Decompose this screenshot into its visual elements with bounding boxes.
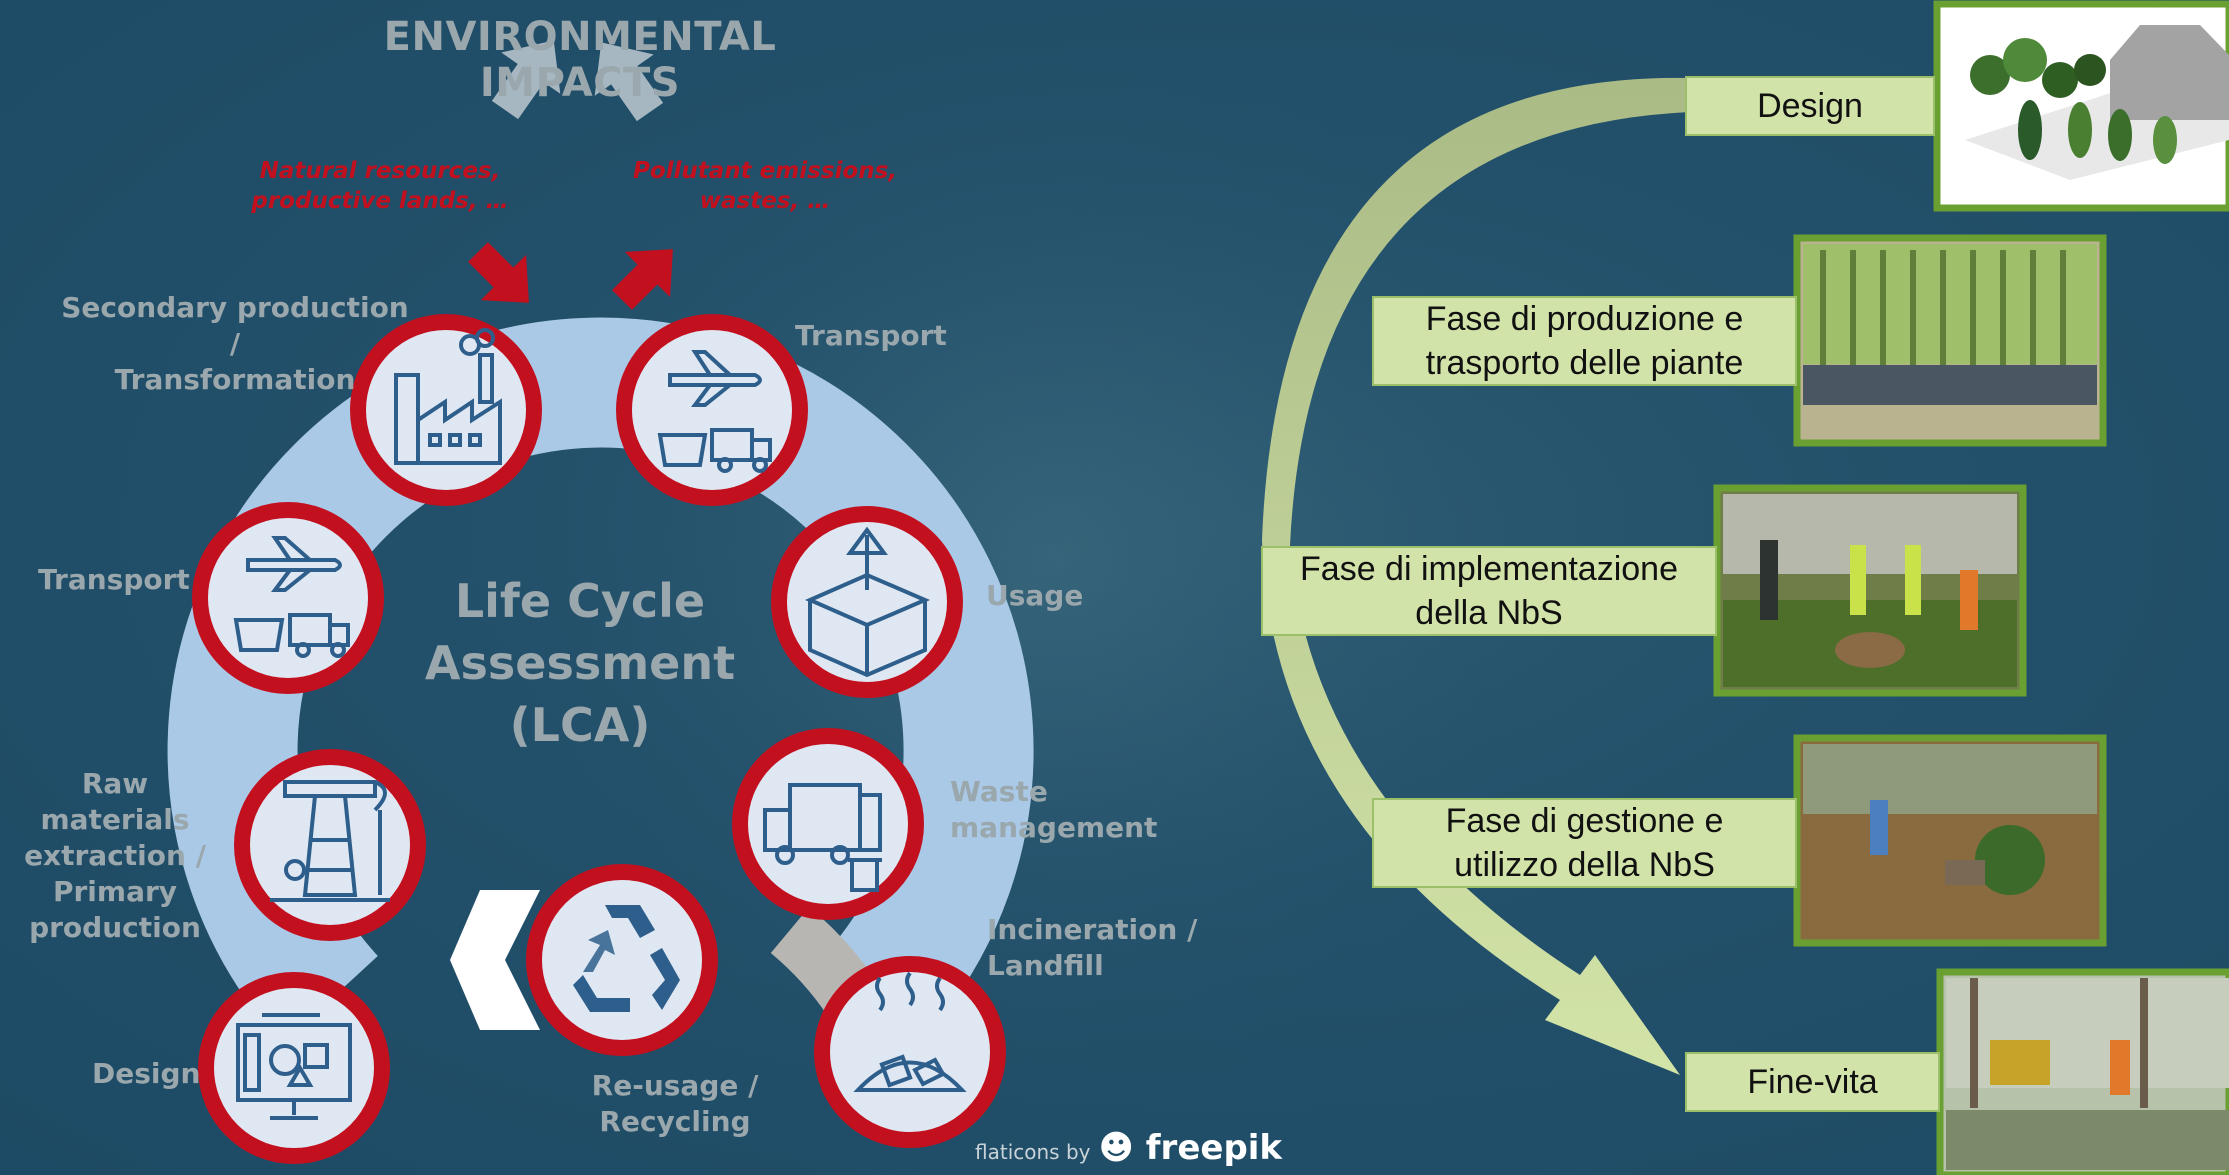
lca-center-title: Life Cycle Assessment (LCA) (400, 570, 760, 756)
box-usage-icon (805, 526, 931, 678)
label-raw-materials: Raw materials extraction / Primary produ… (10, 766, 220, 946)
phase-box-management: Fase di gestione e utilizzo della NbS (1372, 798, 1797, 888)
phase-box-production: Fase di produzione e trasporto delle pia… (1372, 296, 1797, 386)
freepik-credit: flaticons by ☻ freepik (975, 1128, 1282, 1168)
label-waste-line1: Waste (950, 775, 1048, 808)
phase-box-design: Design (1685, 76, 1935, 136)
factory-icon (394, 328, 502, 465)
phase-photos (1713, 0, 2229, 1175)
label-incineration-line2: Landfill (987, 949, 1104, 982)
bee-icon: ☻ (1098, 1128, 1134, 1168)
label-transport-top: Transport (795, 319, 947, 352)
outputs-note-line1: Pollutant emissions, (632, 158, 897, 184)
recycle-icon (573, 905, 680, 1012)
house-trees-photo (1933, 0, 2229, 212)
stage-waste-management (732, 728, 924, 920)
phase-label-implementation-line1: Fase di implementazione (1300, 550, 1678, 588)
stage-transport-top (616, 314, 808, 506)
label-reuse-line2: Recycling (599, 1105, 751, 1138)
phase-label-production-line1: Fase di produzione e (1425, 300, 1744, 338)
label-incineration-line1: Incineration / (987, 913, 1198, 946)
tree-removal-photo (1936, 968, 2229, 1175)
lca-title-line2: Assessment (424, 636, 736, 690)
garbage-truck-icon (763, 783, 882, 892)
stage-raw-materials (234, 749, 426, 941)
lca-title-line1: Life Cycle (454, 574, 706, 628)
label-raw-line3: Primary (52, 875, 178, 908)
phase-timeline-arrow (1262, 77, 1690, 1076)
label-secondary-line2: Transformation (114, 363, 356, 396)
outputs-note-line2: wastes, … (699, 188, 831, 214)
stage-secondary-production (350, 314, 542, 506)
phase-label-management-line2: utilizzo della NbS (1454, 846, 1715, 884)
phase-box-end-of-life: Fine-vita (1685, 1052, 1940, 1112)
stage-usage (771, 506, 963, 698)
arrow-up-right (594, 42, 664, 122)
transport-icon (657, 350, 772, 473)
outputs-note: Pollutant emissions, wastes, … (620, 156, 910, 216)
input-arrow (468, 242, 529, 303)
freepik-logo: ☻ freepik (1098, 1128, 1282, 1168)
label-raw-line4: production (29, 911, 201, 944)
stage-recycling (526, 864, 718, 1056)
stage-landfill (814, 956, 1006, 1148)
leaf-mulching-photo (1793, 734, 2107, 947)
recycle-chevron (450, 890, 540, 1030)
lca-title-line3: (LCA) (509, 698, 651, 752)
stage-design (198, 972, 390, 1164)
stage-transport-left (192, 502, 384, 694)
label-raw-line1: Raw materials (40, 767, 190, 836)
impact-up-arrows (491, 40, 664, 122)
arrow-up-left (491, 40, 561, 120)
phase-label-design: Design (1757, 87, 1863, 125)
label-reuse: Re-usage / Recycling (590, 1068, 760, 1140)
label-secondary-production: Secondary production / Transformation (55, 290, 415, 398)
label-usage: Usage (986, 579, 1084, 612)
landfill-icon (853, 971, 967, 1092)
phase-label-implementation-line2: della NbS (1415, 594, 1563, 632)
planting-volunteers-photo (1713, 484, 2027, 697)
phase-label-end-of-life: Fine-vita (1747, 1063, 1878, 1101)
label-incineration: Incineration / Landfill (987, 912, 1197, 984)
flow-red-arrows (468, 242, 673, 310)
label-transport-left: Transport (38, 563, 190, 596)
nursery-plants-photo (1793, 234, 2107, 447)
inputs-note-line1: Natural resources, (259, 158, 501, 184)
output-arrow (612, 249, 673, 310)
label-reuse-line1: Re-usage / (591, 1069, 759, 1102)
label-raw-line2: extraction / (24, 839, 206, 872)
transport-icon (233, 536, 350, 658)
credit-brand: freepik (1145, 1128, 1283, 1168)
label-waste-management: Waste management (950, 774, 1157, 846)
label-waste-line2: management (950, 811, 1158, 844)
phase-label-management-line1: Fase di gestione e (1445, 802, 1724, 840)
label-design: Design (92, 1057, 201, 1090)
phase-box-implementation: Fase di implementazione della NbS (1261, 546, 1717, 636)
environmental-impacts-title: ENVIRONMENTAL IMPACTS (383, 14, 777, 106)
lifecycle-circles (192, 314, 1006, 1164)
credit-prefix: flaticons by (975, 1140, 1091, 1164)
phase-label-production-line2: trasporto delle piante (1425, 344, 1744, 382)
label-secondary-line1: Secondary production / (61, 291, 409, 360)
design-monitor-icon (236, 1013, 352, 1120)
oil-pump-icon (270, 780, 390, 902)
inputs-note-line2: productive lands, … (251, 188, 509, 214)
inputs-note: Natural resources, productive lands, … (245, 156, 515, 216)
